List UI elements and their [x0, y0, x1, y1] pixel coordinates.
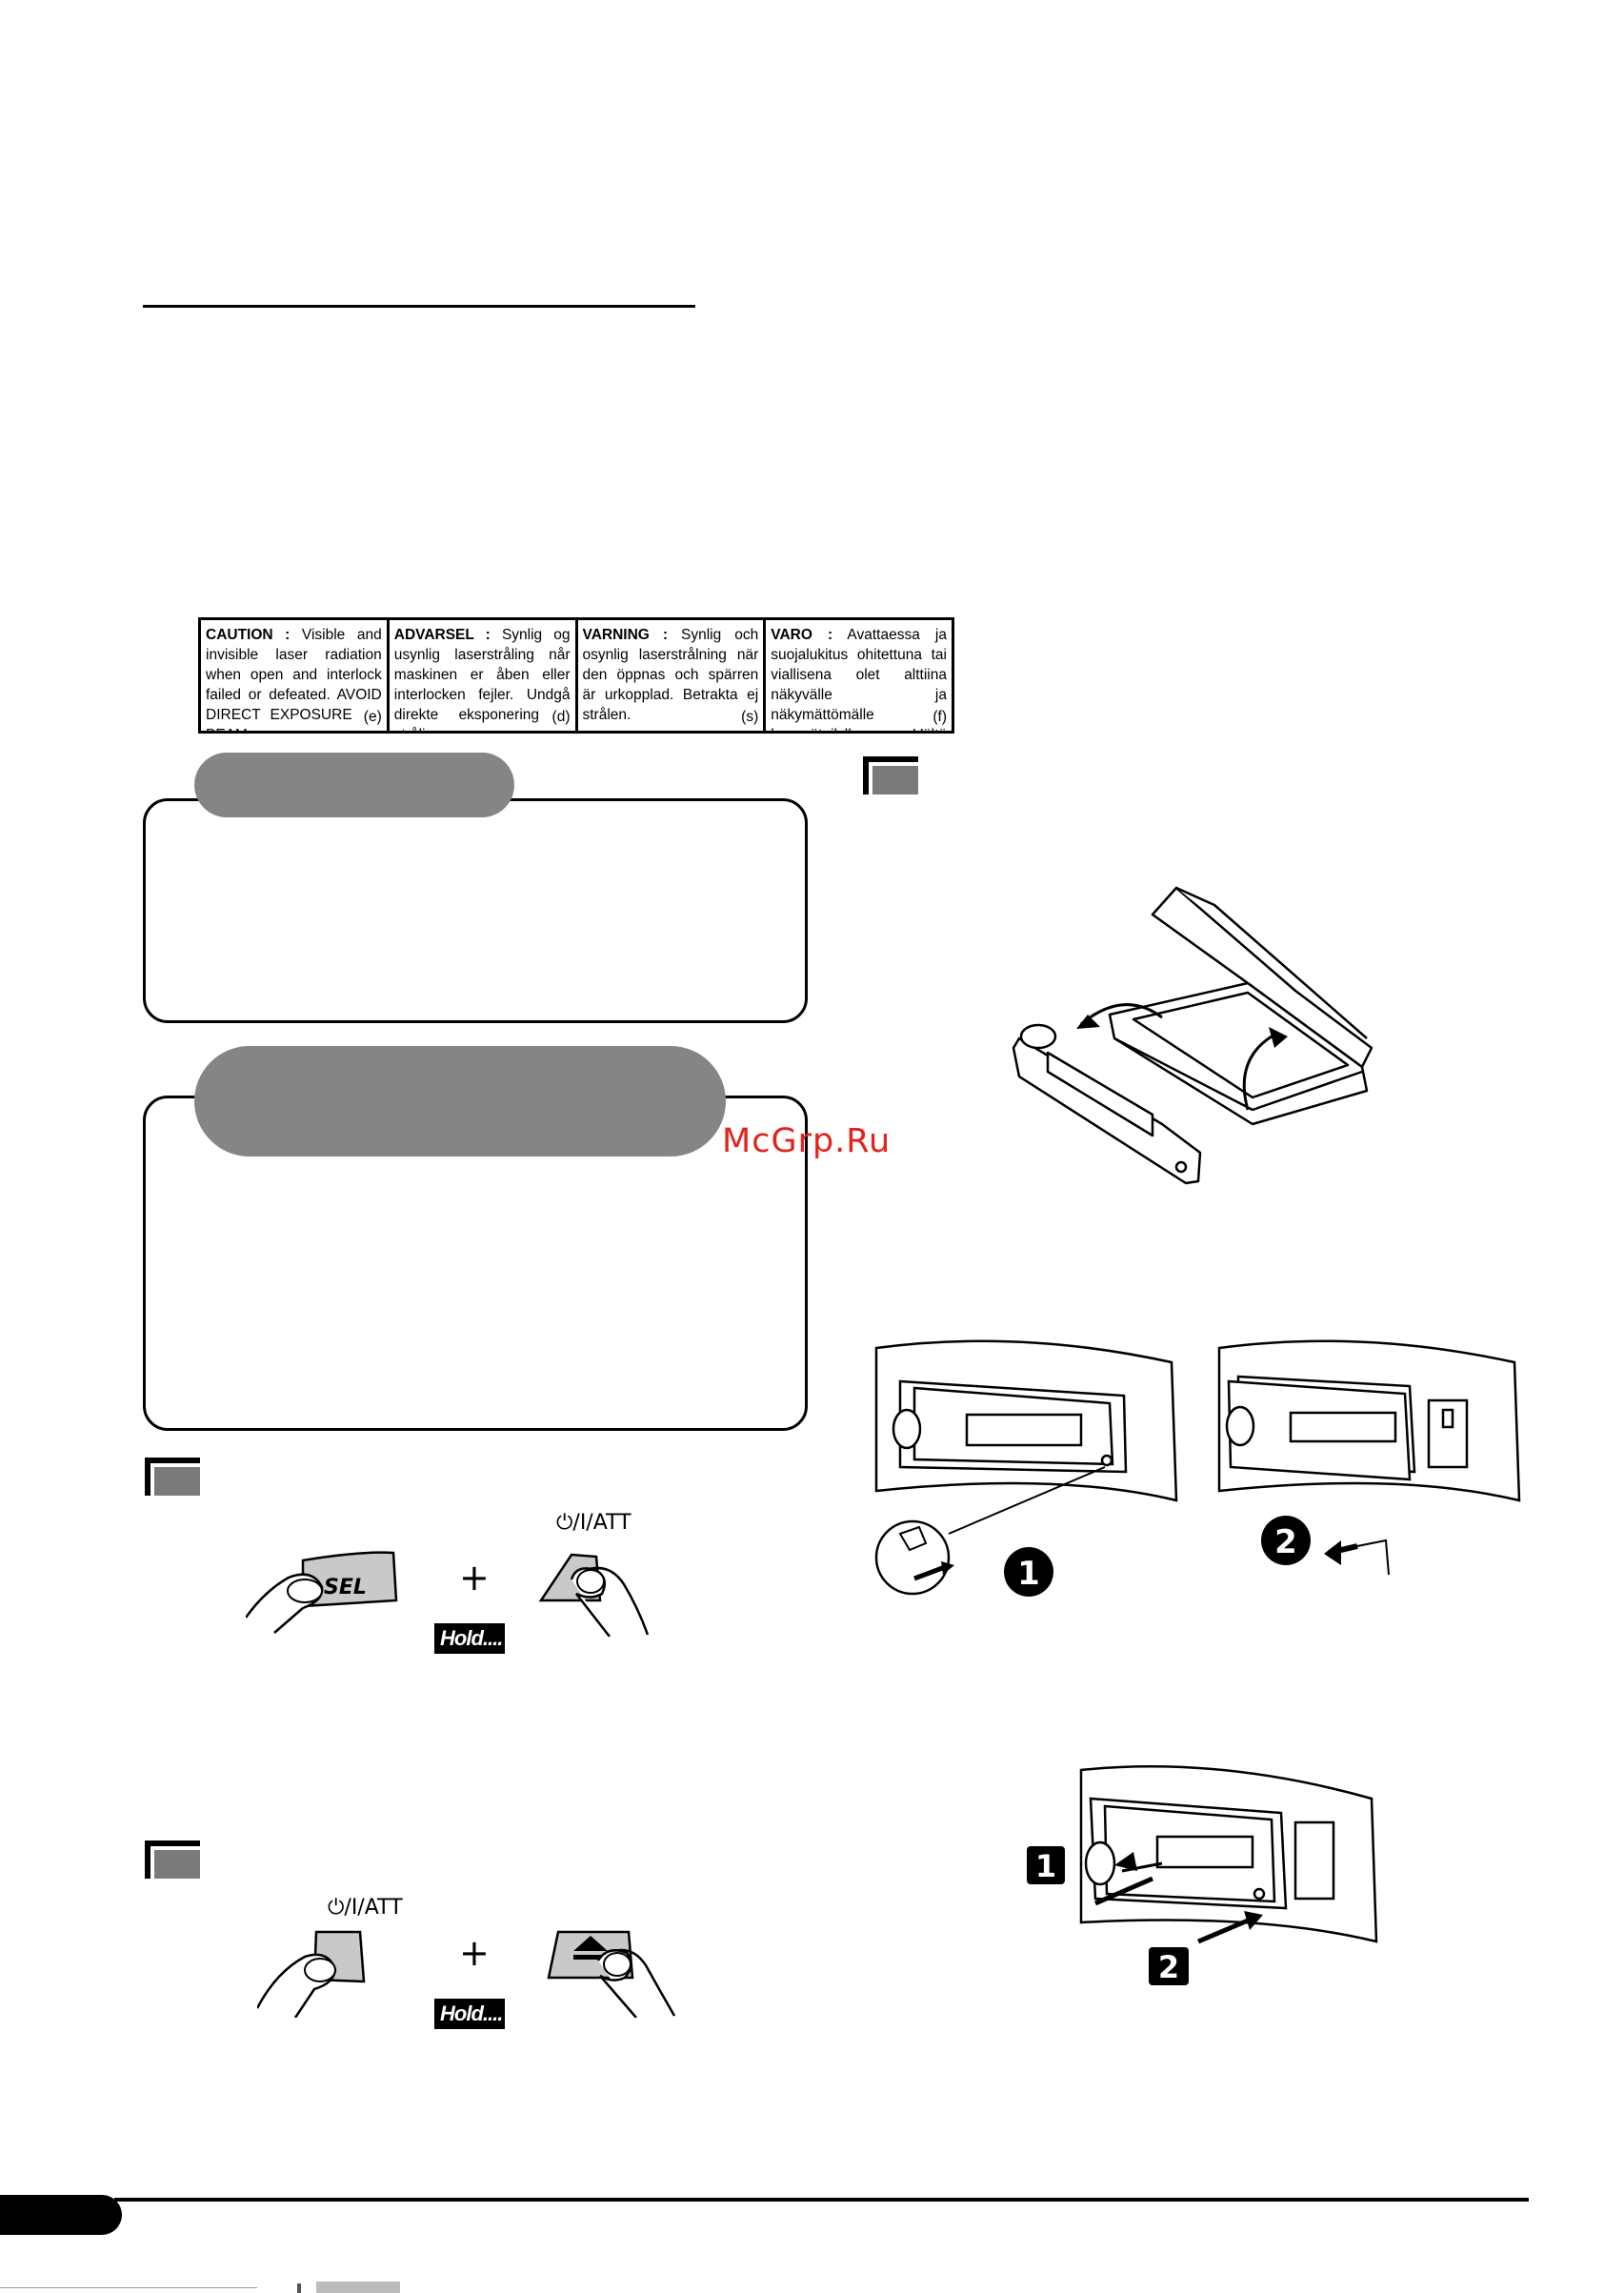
carrying-case-illustration — [1012, 886, 1373, 1185]
caution-heading: ADVARSEL : — [393, 627, 491, 643]
sel-button-label: SEL — [324, 1576, 367, 1599]
caution-code: (s) — [737, 707, 759, 727]
watermark: McGrp.Ru — [722, 1122, 892, 1160]
plus-sign: + — [459, 1932, 490, 1974]
svg-text:1: 1 — [1035, 1848, 1056, 1884]
power-att-label: ⏻/I/ATT — [556, 1511, 632, 1535]
caution-heading: VARNING : — [582, 627, 669, 643]
section-marker — [863, 756, 918, 795]
caution-text: Visible and invisible laser radiation wh… — [206, 627, 382, 731]
power-att-button-press-illustration — [538, 1553, 650, 1637]
svg-text:2: 2 — [1158, 1949, 1179, 1985]
caution-code: (f) — [929, 707, 947, 727]
eject-button-press-illustration — [547, 1930, 676, 2018]
plus-sign: + — [459, 1557, 490, 1599]
section-marker — [145, 1458, 200, 1496]
caution-cell-fi: VARO : Avattaessa ja suojalukitus ohitet… — [766, 620, 952, 731]
power-att-button-press-illustration — [257, 1930, 366, 2018]
detach-panel-step1-illustration: 1 — [874, 1339, 1178, 1597]
notice-box-1-header — [194, 753, 514, 817]
hold-badge: Hold.... — [434, 1999, 505, 2029]
svg-text:1: 1 — [1017, 1555, 1040, 1593]
caution-code: (e) — [359, 707, 382, 727]
detach-panel-step2-illustration: 2 — [1217, 1339, 1521, 1576]
caution-heading: CAUTION : — [206, 627, 291, 643]
svg-text:2: 2 — [1274, 1523, 1297, 1561]
attach-panel-illustration: 1 2 — [1027, 1765, 1378, 1985]
footer-print-marks — [0, 2282, 400, 2293]
caution-text: Synlig og usynlig laserstråling når mask… — [393, 627, 571, 731]
page-number-tab — [0, 2195, 122, 2235]
caution-cell-da: ADVARSEL : Synlig og usynlig laserstråli… — [390, 620, 578, 731]
eject-icon — [573, 1936, 608, 1951]
power-att-label: ⏻/I/ATT — [328, 1896, 403, 1920]
hold-badge: Hold.... — [434, 1623, 505, 1654]
notice-box-1 — [143, 798, 808, 1023]
caution-heading: VARO : — [771, 627, 833, 643]
footer-rule — [114, 2198, 1529, 2202]
caution-code: (d) — [548, 707, 571, 727]
section-marker — [145, 1840, 200, 1879]
sel-button-press-illustration: SEL — [246, 1551, 398, 1634]
caution-cell-sv: VARNING : Synlig och osynlig laserstråln… — [578, 620, 767, 731]
caution-cell-en: CAUTION : Visible and invisible laser ra… — [201, 620, 390, 731]
top-divider — [143, 305, 695, 308]
laser-caution-label: CAUTION : Visible and invisible laser ra… — [198, 617, 954, 734]
caution-text: Avattaessa ja suojalukitus ohitettuna ta… — [771, 627, 947, 731]
notice-box-2-header — [194, 1046, 726, 1157]
caution-text: Synlig och osynlig laserstrålning när de… — [582, 627, 759, 723]
